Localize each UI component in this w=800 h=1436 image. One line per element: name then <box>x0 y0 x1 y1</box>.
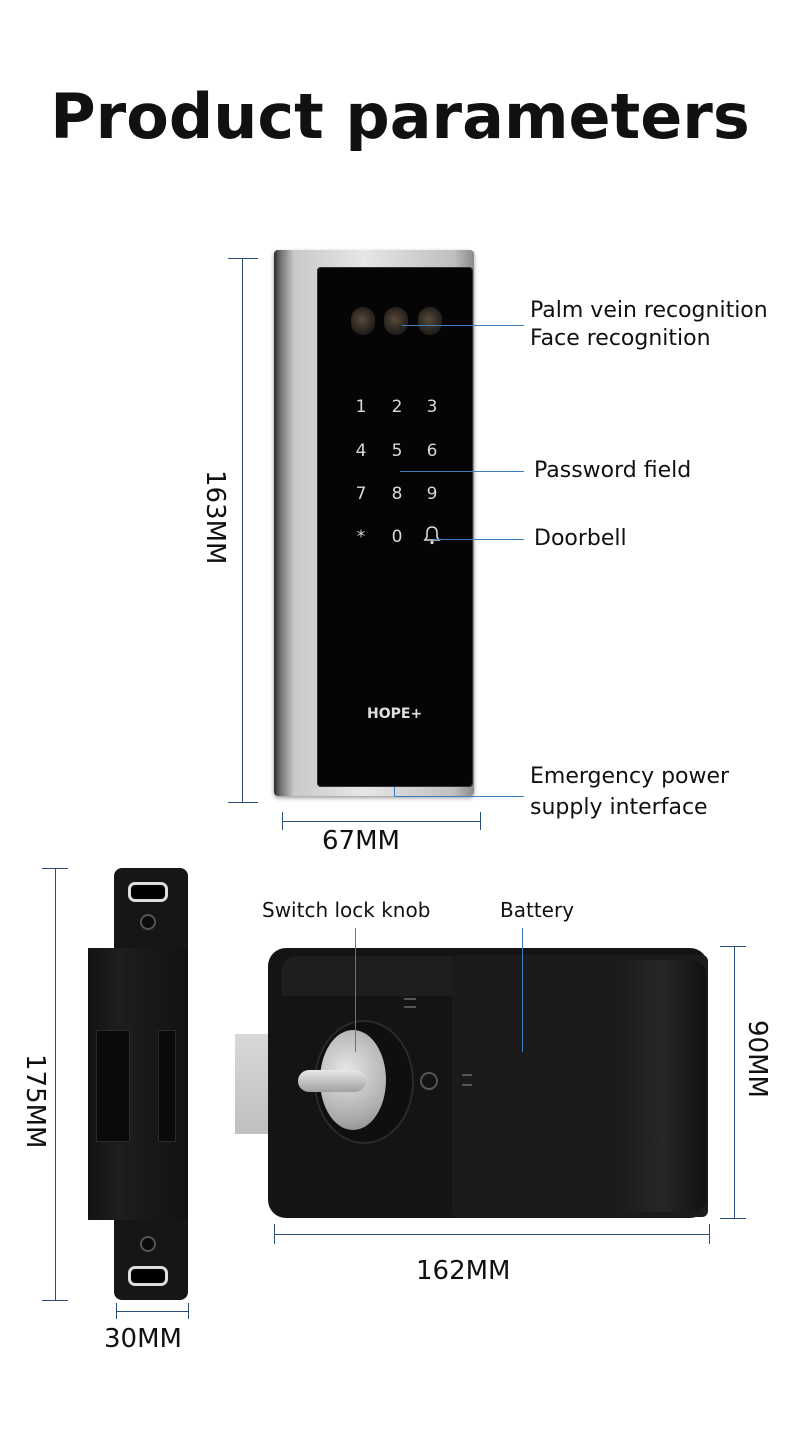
body-height-tick-bottom <box>720 1218 746 1219</box>
front-height-label: 163MM <box>200 470 230 565</box>
keypad-key-8[interactable]: 8 <box>391 484 403 504</box>
face-recognition-label: Face recognition <box>530 326 711 351</box>
camera-right-icon <box>418 307 442 335</box>
body-width-dimension-line <box>274 1234 710 1235</box>
reset-button-icon[interactable] <box>420 1072 438 1090</box>
keypad-key-4[interactable]: 4 <box>355 441 367 461</box>
keypad-key-2[interactable]: 2 <box>391 397 403 417</box>
lock-front-panel: 1 2 3 4 5 6 7 8 9 * 0 <box>317 267 473 787</box>
doorbell-label: Doorbell <box>534 526 627 551</box>
keypad-key-9[interactable]: 9 <box>426 484 438 504</box>
emergency-power-label-line2: supply interface <box>530 795 708 820</box>
height-dimension-line <box>242 258 243 803</box>
body-width-tick-right <box>709 1224 710 1244</box>
doorbell-callout-line <box>434 539 524 540</box>
keypad-key-7[interactable]: 7 <box>355 484 367 504</box>
front-width-tick-left <box>282 812 283 830</box>
switch-lock-knob-handle[interactable] <box>298 1070 366 1092</box>
body-height-tick-top <box>720 946 746 947</box>
keypad-key-6[interactable]: 6 <box>426 441 438 461</box>
emergency-callout-line-h <box>394 796 524 797</box>
strike-height-dimension-line <box>55 868 56 1300</box>
strike-plate-opening-right <box>158 1030 176 1142</box>
strike-height-tick-bottom <box>42 1300 68 1301</box>
body-width-label: 162MM <box>416 1256 511 1286</box>
front-width-label: 67MM <box>322 826 400 856</box>
strike-plate-opening <box>96 1030 130 1142</box>
strike-width-tick-left <box>116 1303 117 1319</box>
battery-cover-edge <box>620 960 706 1212</box>
keypad-key-0[interactable]: 0 <box>391 527 403 547</box>
height-dimension-tick-bottom <box>228 802 258 803</box>
battery-callout-line <box>522 928 523 1052</box>
strike-bottom-slot-icon <box>128 1266 168 1286</box>
camera-callout-line <box>402 325 524 326</box>
front-width-dimension-line <box>282 821 480 822</box>
password-field-label: Password field <box>534 458 692 483</box>
strike-top-screw-icon <box>140 914 156 930</box>
emergency-power-label-line1: Emergency power <box>530 764 730 789</box>
brand-logo: HOPE+ <box>367 706 423 722</box>
keypad-key-3[interactable]: 3 <box>426 397 438 417</box>
page-title: Product parameters <box>50 80 750 153</box>
battery-slot-mark <box>462 1074 472 1086</box>
keypad-key-5[interactable]: 5 <box>391 441 403 461</box>
strike-width-label: 30MM <box>104 1324 182 1354</box>
emergency-callout-line-v <box>394 787 395 797</box>
password-callout-line <box>400 471 524 472</box>
strike-height-tick-top <box>42 868 68 869</box>
vent-mark <box>404 998 416 1008</box>
keypad-key-1[interactable]: 1 <box>355 397 367 417</box>
camera-center-icon <box>384 307 408 335</box>
camera-left-icon <box>351 307 375 335</box>
palm-vein-label: Palm vein recognition <box>530 298 768 323</box>
switch-knob-callout-line <box>355 928 356 1052</box>
body-width-tick-left <box>274 1224 275 1244</box>
keypad-key-star[interactable]: * <box>356 527 366 547</box>
battery-label: Battery <box>500 898 575 922</box>
body-height-label: 90MM <box>742 1020 772 1098</box>
height-dimension-tick-top <box>228 258 258 259</box>
strike-height-label: 175MM <box>20 1054 50 1149</box>
doorbell-icon[interactable] <box>420 525 444 550</box>
switch-lock-knob-label: Switch lock knob <box>262 898 431 922</box>
strike-bottom-screw-icon <box>140 1236 156 1252</box>
body-height-dimension-line <box>734 946 735 1218</box>
front-width-tick-right <box>480 812 481 830</box>
strike-width-dimension-line <box>116 1311 188 1312</box>
strike-top-slot-icon <box>128 882 168 902</box>
lock-body-top-edge <box>282 956 452 996</box>
strike-width-tick-right <box>188 1303 189 1319</box>
